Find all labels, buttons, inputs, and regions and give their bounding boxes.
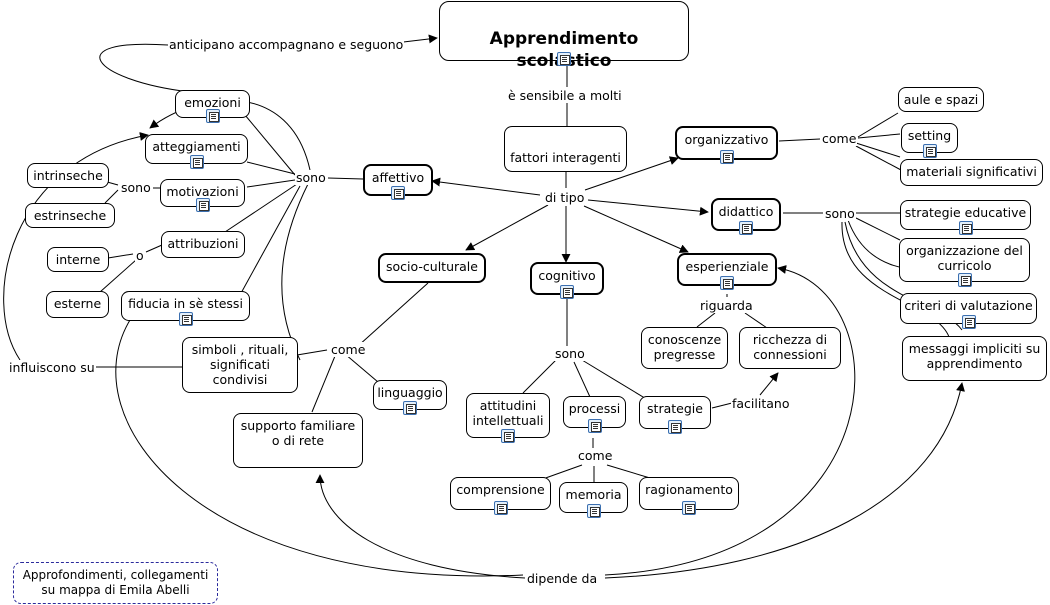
node-emozioni[interactable]: emozioni bbox=[175, 90, 250, 123]
note-icon[interactable] bbox=[587, 419, 602, 433]
label-sono-cognitivo: sono bbox=[554, 346, 586, 361]
note-icon[interactable] bbox=[668, 420, 682, 434]
node-didattico[interactable]: didattico bbox=[711, 198, 781, 235]
node-supporto[interactable]: supporto familiare o di rete bbox=[233, 413, 363, 468]
node-affettivo[interactable]: affettivo bbox=[363, 164, 433, 200]
node-setting[interactable]: setting bbox=[901, 123, 958, 158]
node-intrinseche[interactable]: intrinseche bbox=[27, 163, 109, 188]
node-simboli[interactable]: simboli , rituali, significati condivisi bbox=[182, 337, 298, 393]
node-attribuzioni[interactable]: attribuzioni bbox=[161, 231, 245, 258]
note-icon[interactable] bbox=[493, 501, 508, 515]
note-icon[interactable] bbox=[958, 221, 973, 235]
node-motivazioni[interactable]: motivazioni bbox=[160, 179, 245, 212]
node-materiali[interactable]: materiali significativi bbox=[900, 159, 1043, 186]
label-influiscono: influiscono su bbox=[8, 360, 96, 375]
note-icon[interactable] bbox=[195, 198, 210, 212]
node-criteri-valutazione[interactable]: criteri di valutazione bbox=[900, 293, 1037, 329]
note-icon[interactable] bbox=[391, 186, 405, 200]
label-dipende: dipende da bbox=[526, 571, 599, 586]
note-icon[interactable] bbox=[501, 429, 515, 443]
node-socio-culturale[interactable]: socio-culturale bbox=[378, 253, 486, 283]
node-organizzativo[interactable]: organizzativo bbox=[675, 126, 778, 164]
node-memoria[interactable]: memoria bbox=[559, 482, 628, 518]
label-riguarda: riguarda bbox=[699, 298, 754, 313]
note-icon[interactable] bbox=[586, 504, 601, 518]
approfondimenti-note[interactable]: Approfondimenti, collegamenti su mappa d… bbox=[13, 562, 218, 604]
node-fiducia[interactable]: fiducia in sè stessi bbox=[121, 291, 250, 326]
node-aule-spazi[interactable]: aule e spazi bbox=[898, 87, 984, 112]
note-icon[interactable] bbox=[922, 144, 937, 158]
label-o: o bbox=[135, 248, 145, 263]
node-comprensione[interactable]: comprensione bbox=[450, 477, 551, 515]
note-icon[interactable] bbox=[189, 155, 204, 169]
root-node[interactable]: Apprendimento scolastico bbox=[439, 1, 689, 71]
node-ricchezza[interactable]: ricchezza di connessioni bbox=[739, 327, 841, 369]
label-sono-affettivo: sono bbox=[295, 170, 327, 185]
note-icon[interactable] bbox=[560, 285, 574, 299]
note-icon[interactable] bbox=[178, 312, 193, 326]
node-esterne[interactable]: esterne bbox=[46, 291, 109, 318]
note-icon[interactable] bbox=[682, 501, 696, 515]
node-conoscenze[interactable]: conoscenze pregresse bbox=[641, 327, 728, 369]
node-ragionamento[interactable]: ragionamento bbox=[639, 477, 739, 515]
label-anticipano: anticipano accompagnano e seguono bbox=[168, 37, 405, 52]
node-linguaggio[interactable]: linguaggio bbox=[373, 380, 447, 415]
label-di-tipo: di tipo bbox=[544, 190, 586, 205]
node-attitudini[interactable]: attitudini intellettuali bbox=[466, 393, 550, 443]
label-come-socio: come bbox=[330, 342, 367, 357]
label-sono-didattico: sono bbox=[824, 206, 856, 221]
node-esperienziale[interactable]: esperienziale bbox=[677, 253, 777, 290]
label-come-processi: come bbox=[577, 448, 614, 463]
label-sono-motivazioni: sono bbox=[120, 180, 152, 195]
note-icon[interactable] bbox=[719, 150, 734, 164]
node-interne[interactable]: interne bbox=[47, 247, 109, 272]
label-sensibile: è sensibile a molti bbox=[507, 88, 623, 103]
note-icon[interactable] bbox=[957, 273, 972, 287]
node-strategie-educative[interactable]: strategie educative bbox=[900, 200, 1031, 235]
note-icon[interactable] bbox=[403, 401, 417, 415]
node-estrinseche[interactable]: estrinseche bbox=[25, 203, 115, 228]
note-icon[interactable] bbox=[557, 52, 571, 66]
note-icon[interactable] bbox=[739, 221, 753, 235]
node-messaggi-impliciti[interactable]: messaggi impliciti su apprendimento bbox=[902, 336, 1047, 381]
note-icon[interactable] bbox=[205, 109, 220, 123]
node-cognitivo[interactable]: cognitivo bbox=[530, 262, 604, 299]
node-fattori-interagenti[interactable]: fattori interagenti bbox=[504, 126, 627, 172]
node-strategie[interactable]: strategie bbox=[639, 396, 711, 434]
note-icon[interactable] bbox=[961, 315, 976, 329]
label-come-organizzativo: come bbox=[821, 131, 858, 146]
node-organizzazione-curricolo[interactable]: organizzazione del curricolo bbox=[899, 238, 1030, 287]
node-processi[interactable]: processi bbox=[563, 396, 626, 433]
label-facilitano: facilitano bbox=[731, 396, 791, 411]
node-atteggiamenti[interactable]: atteggiamenti bbox=[145, 134, 248, 169]
note-icon[interactable] bbox=[720, 276, 734, 290]
